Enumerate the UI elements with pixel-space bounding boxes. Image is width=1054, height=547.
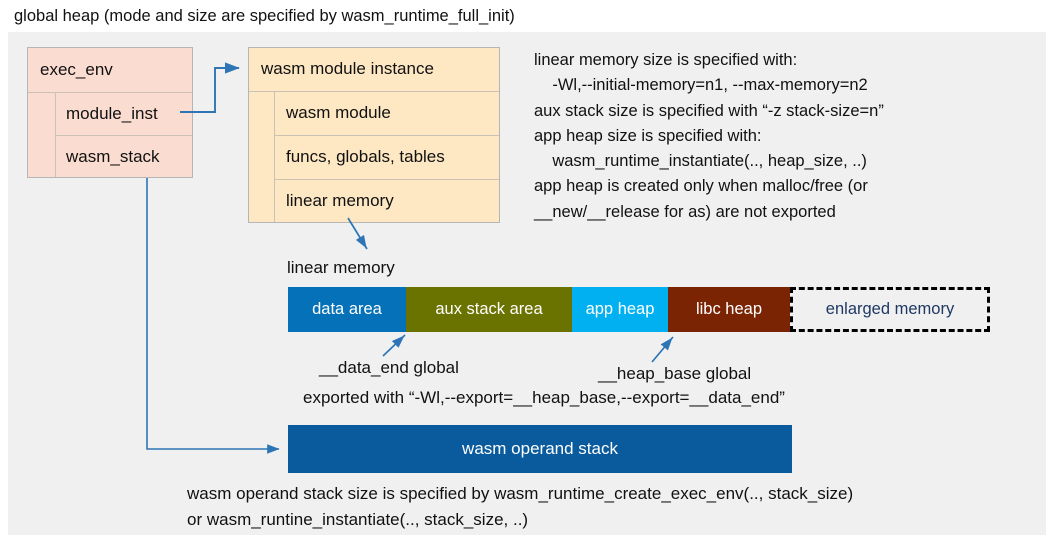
exec-env-box: [27, 47, 193, 178]
exec-env-field-module-inst: module_inst: [66, 103, 158, 123]
module-instance-sep-1: [249, 91, 499, 92]
memory-segment-libc-heap: libc heap: [668, 287, 790, 332]
wasm-operand-stack-box: wasm operand stack: [288, 425, 792, 473]
exec-env-field-wasm-stack: wasm_stack: [66, 146, 160, 166]
annotation-heap-base-global: __heap_base global: [598, 364, 752, 383]
module-instance-sep-3: [274, 179, 499, 180]
module-instance-field-linear-memory: linear memory: [286, 191, 394, 210]
memory-segment-app-heap: app heap: [572, 287, 668, 332]
wasm-operand-stack-note: wasm operand stack size is specified by …: [187, 484, 854, 529]
wasm-module-instance-header: wasm module instance: [261, 59, 434, 78]
annotation-exported-with: exported with “-Wl,--export=__heap_base,…: [303, 388, 785, 407]
memory-segment-data-area: data area: [288, 287, 406, 332]
exec-env-sep-2: [55, 135, 192, 136]
module-instance-field-funcs-globals-tables: funcs, globals, tables: [286, 147, 445, 166]
module-instance-field-wasm-module: wasm module: [286, 103, 391, 122]
exec-env-sep-1: [28, 92, 192, 93]
memory-segment-aux-stack-area: aux stack area: [406, 287, 572, 332]
module-instance-sep-2: [274, 135, 499, 136]
linear-memory-caption: linear memory: [287, 258, 395, 277]
linear-memory-info-note: linear memory size is specified with: -W…: [534, 51, 884, 221]
module-instance-indent-rule: [274, 91, 275, 222]
memory-segment-enlarged-memory: enlarged memory: [790, 287, 990, 332]
page-title: global heap (mode and size are specified…: [14, 7, 515, 25]
exec-env-indent-rule: [55, 92, 56, 177]
annotation-data-end-global: __data_end global: [319, 358, 459, 377]
exec-env-header: exec_env: [40, 59, 113, 79]
